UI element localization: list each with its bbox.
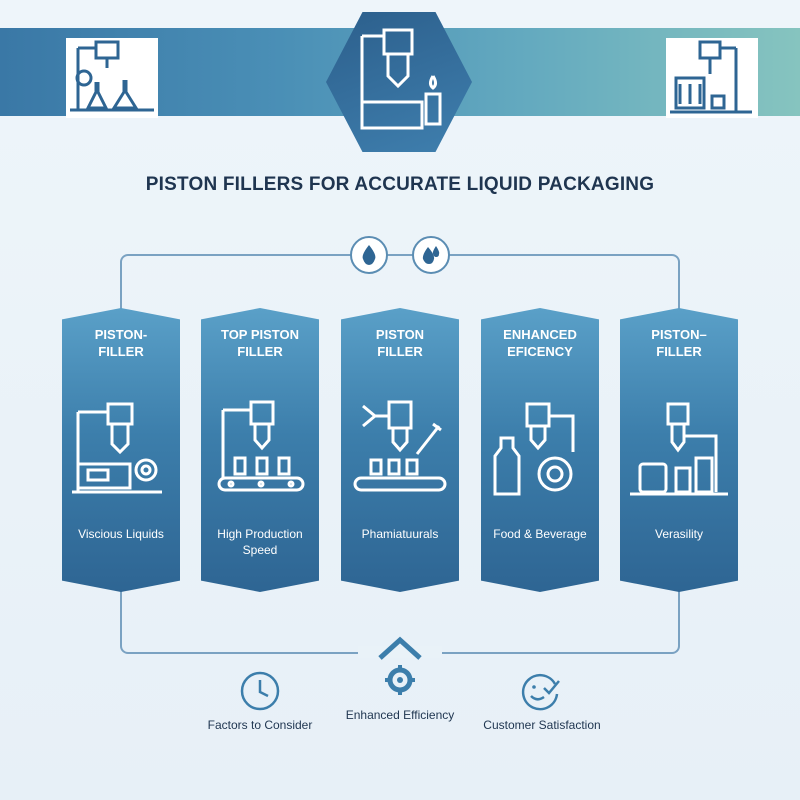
filler-gear-icon <box>72 402 162 494</box>
bottom-label-factors: Factors to Consider <box>207 718 313 732</box>
smile-check-icon <box>521 674 560 711</box>
card-piston-filler-versatility: PISTON– FILLER Verasility <box>620 308 738 592</box>
lab-filler-icon <box>70 40 154 112</box>
card-title: PISTON- FILLER <box>94 327 148 359</box>
jars-filler-icon <box>630 402 728 496</box>
banner-center-hexagon <box>326 12 472 152</box>
banner-left-tile <box>66 38 158 118</box>
card-label: Viscious Liquids <box>78 527 164 541</box>
filling-machine-icon <box>360 28 442 130</box>
top-icon-1 <box>350 236 388 274</box>
top-icon-2 <box>412 236 450 274</box>
droplets-icon <box>422 246 440 264</box>
frame-top-connector <box>120 254 680 320</box>
banner-right-tile <box>666 38 758 118</box>
card-piston-filler: PISTON- FILLER Viscious Liquids <box>62 308 180 592</box>
card-label: Phamiatuurals <box>361 527 439 541</box>
bottle-gear-icon <box>493 402 575 496</box>
clock-icon <box>240 671 280 711</box>
card-enhanced-efficiency: ENHANCED EFICENCY Food & Beverage <box>481 308 599 592</box>
bottom-label-efficiency: Enhanced Efficiency <box>345 708 455 722</box>
page-title: PISTON FILLERS FOR ACCURATE LIQUID PACKA… <box>145 174 655 195</box>
card-label: Food & Beverage <box>493 527 587 541</box>
card-title: ENHANCED EFICENCY <box>503 327 577 359</box>
syringe-conveyor-icon <box>353 400 447 492</box>
card-label: High Production Speed <box>217 527 303 557</box>
bottom-label-satisfaction: Customer Satisfaction <box>483 718 601 732</box>
card-title: PISTON FILLER <box>375 327 425 359</box>
card-label: Verasility <box>654 527 704 541</box>
card-title: PISTON– FILLER <box>651 327 707 359</box>
conveyor-bottles-icon <box>217 400 305 492</box>
droplet-icon <box>362 245 376 265</box>
home-gear-icon <box>378 636 422 695</box>
card-title: TOP PISTON FILLER <box>220 327 300 359</box>
card-top-piston-filler: TOP PISTON FILLER High Production Speed <box>201 308 319 592</box>
frame-gap <box>358 646 442 658</box>
card-piston-filler-pharma: PISTON FILLER Phamiatuurals <box>341 308 459 592</box>
bottling-machine-icon <box>670 40 752 114</box>
